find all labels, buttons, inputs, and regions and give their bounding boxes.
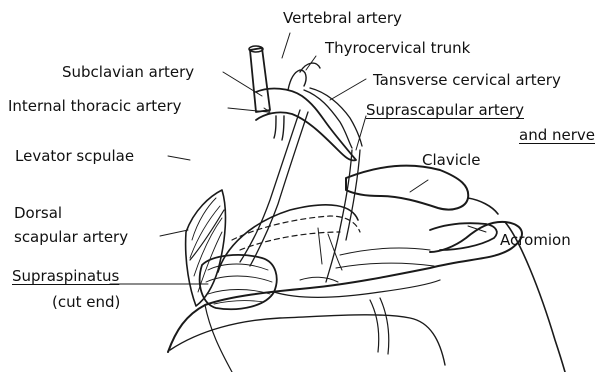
label-clavicle: Clavicle bbox=[422, 152, 481, 169]
label-vertebral-artery: Vertebral artery bbox=[283, 10, 402, 27]
label-subclavian-artery: Subclavian artery bbox=[62, 64, 194, 81]
label-supraspinatus-cut-end: (cut end) bbox=[52, 294, 120, 311]
label-transverse-cervical-artery: Tansverse cervical artery bbox=[373, 72, 561, 89]
label-levator-scapulae: Levator scpulae bbox=[15, 148, 134, 165]
small-branches bbox=[300, 228, 342, 282]
clavicle-end bbox=[468, 198, 498, 214]
acromion-bone bbox=[430, 223, 497, 250]
neck-curve bbox=[218, 205, 358, 272]
label-internal-thoracic-artery: Internal thoracic artery bbox=[8, 98, 181, 115]
thyrocervical-trunk-vessel bbox=[288, 63, 320, 90]
clavicle-bone bbox=[346, 166, 468, 210]
shoulder-outline bbox=[168, 222, 522, 352]
axillary-vessel bbox=[370, 298, 389, 354]
label-suprascapular-artery: Suprascapular artery bbox=[366, 102, 524, 119]
inner-skin-line bbox=[205, 305, 232, 372]
suprascapular-vessel bbox=[240, 110, 308, 266]
pleura-dashed bbox=[232, 216, 360, 250]
label-dorsal: Dorsal bbox=[14, 205, 62, 222]
label-thyrocervical-trunk: Thyrocervical trunk bbox=[325, 40, 470, 57]
label-scapular-artery: scapular artery bbox=[14, 229, 128, 246]
dorsal-scapular-vessel bbox=[190, 210, 224, 260]
vertebral-artery-vessel bbox=[250, 48, 270, 112]
chest-outline bbox=[170, 315, 445, 365]
label-supraspinatus: Supraspinatus bbox=[12, 268, 119, 285]
label-acromion: Acromion bbox=[500, 232, 571, 249]
internal-thoracic-vessel bbox=[274, 116, 284, 140]
supraspinatus-fibers bbox=[206, 264, 272, 304]
label-suprascapular-nerve: and nerve bbox=[519, 127, 595, 144]
levator-scapulae-muscle bbox=[186, 190, 226, 306]
transverse-cervical-vessel bbox=[304, 88, 362, 148]
muscle-band bbox=[336, 248, 434, 268]
